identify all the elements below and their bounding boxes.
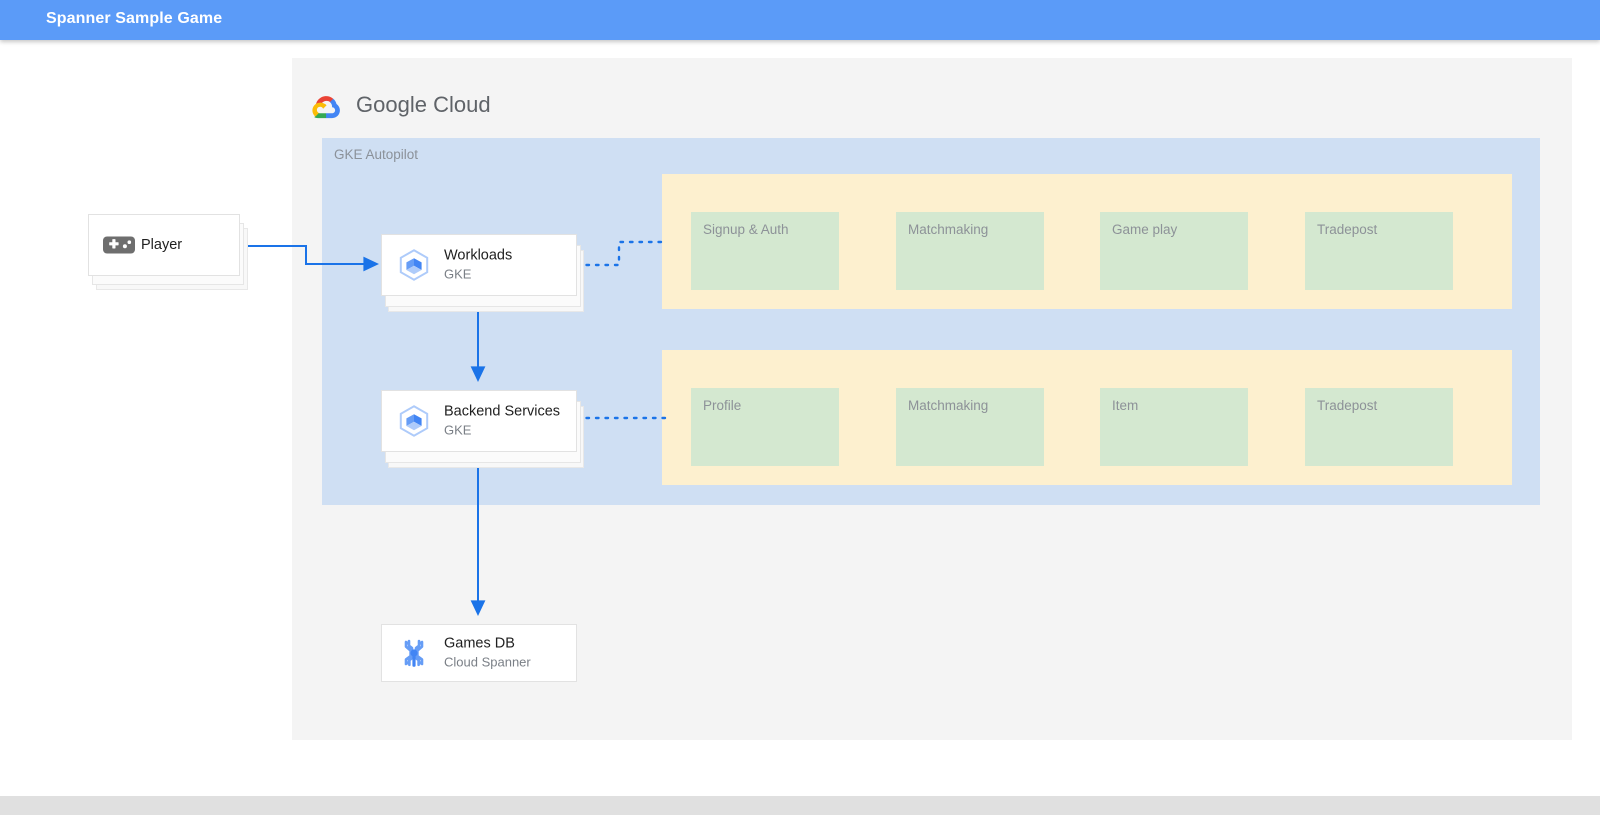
workloads-service-group: Signup & Auth Matchmaking Game play Trad… <box>662 174 1512 309</box>
gamepad-icon <box>103 236 135 254</box>
node-card-games-db[interactable]: Games DB Cloud Spanner <box>381 624 577 682</box>
service-box-label: Matchmaking <box>908 398 989 413</box>
node-card-player[interactable]: Player <box>88 214 240 276</box>
node-title: Player <box>141 237 183 253</box>
service-box-tradepost[interactable]: Tradepost <box>1305 212 1453 290</box>
node-card-workloads[interactable]: Workloads GKE <box>381 234 577 296</box>
service-box-label: Game play <box>1112 222 1178 237</box>
service-box-matchmaking[interactable]: Matchmaking <box>896 388 1044 466</box>
google-cloud-logo-icon <box>312 96 340 119</box>
service-box-label: Signup & Auth <box>703 222 789 237</box>
wordmark-google: Google <box>356 92 427 117</box>
service-box-game-play[interactable]: Game play <box>1100 212 1248 290</box>
google-cloud-branding: Google Cloud <box>310 92 570 130</box>
service-box-signup-auth[interactable]: Signup & Auth <box>691 212 839 290</box>
node-subtitle: GKE <box>444 422 472 438</box>
node-title: Games DB <box>444 635 515 652</box>
gke-icon <box>399 249 429 281</box>
node-title: Workloads <box>444 247 513 264</box>
cloud-spanner-icon <box>404 639 424 667</box>
node-subtitle: Cloud Spanner <box>444 654 531 670</box>
app-header-bar: Spanner Sample Game <box>0 0 1600 40</box>
node-text-block: Workloads GKE <box>444 247 512 284</box>
service-box-label: Tradepost <box>1317 398 1378 413</box>
gke-icon <box>399 405 429 437</box>
node-title: Backend Services <box>444 403 561 420</box>
google-cloud-wordmark: Google Cloud <box>356 92 491 118</box>
service-box-label: Tradepost <box>1317 222 1378 237</box>
service-box-tradepost[interactable]: Tradepost <box>1305 388 1453 466</box>
node-subtitle: GKE <box>444 266 472 282</box>
gke-autopilot-zone: GKE Autopilot Signup & Auth Matchmaking … <box>322 138 1540 505</box>
node-text-block: Backend Services GKE <box>444 403 560 440</box>
service-box-matchmaking[interactable]: Matchmaking <box>896 212 1044 290</box>
service-box-label: Matchmaking <box>908 222 989 237</box>
app-title: Spanner Sample Game <box>46 10 223 27</box>
gke-autopilot-zone-label: GKE Autopilot <box>334 147 419 162</box>
service-box-label: Profile <box>703 398 742 413</box>
node-text-block: Games DB Cloud Spanner <box>444 635 531 672</box>
backend-service-group: Profile Matchmaking Item Tradepost <box>662 350 1512 485</box>
service-box-item[interactable]: Item <box>1100 388 1248 466</box>
service-box-profile[interactable]: Profile <box>691 388 839 466</box>
wordmark-cloud: Cloud <box>433 92 491 117</box>
node-card-backend-services[interactable]: Backend Services GKE <box>381 390 577 452</box>
service-box-label: Item <box>1112 398 1139 413</box>
page-bottom-strip <box>0 796 1600 815</box>
